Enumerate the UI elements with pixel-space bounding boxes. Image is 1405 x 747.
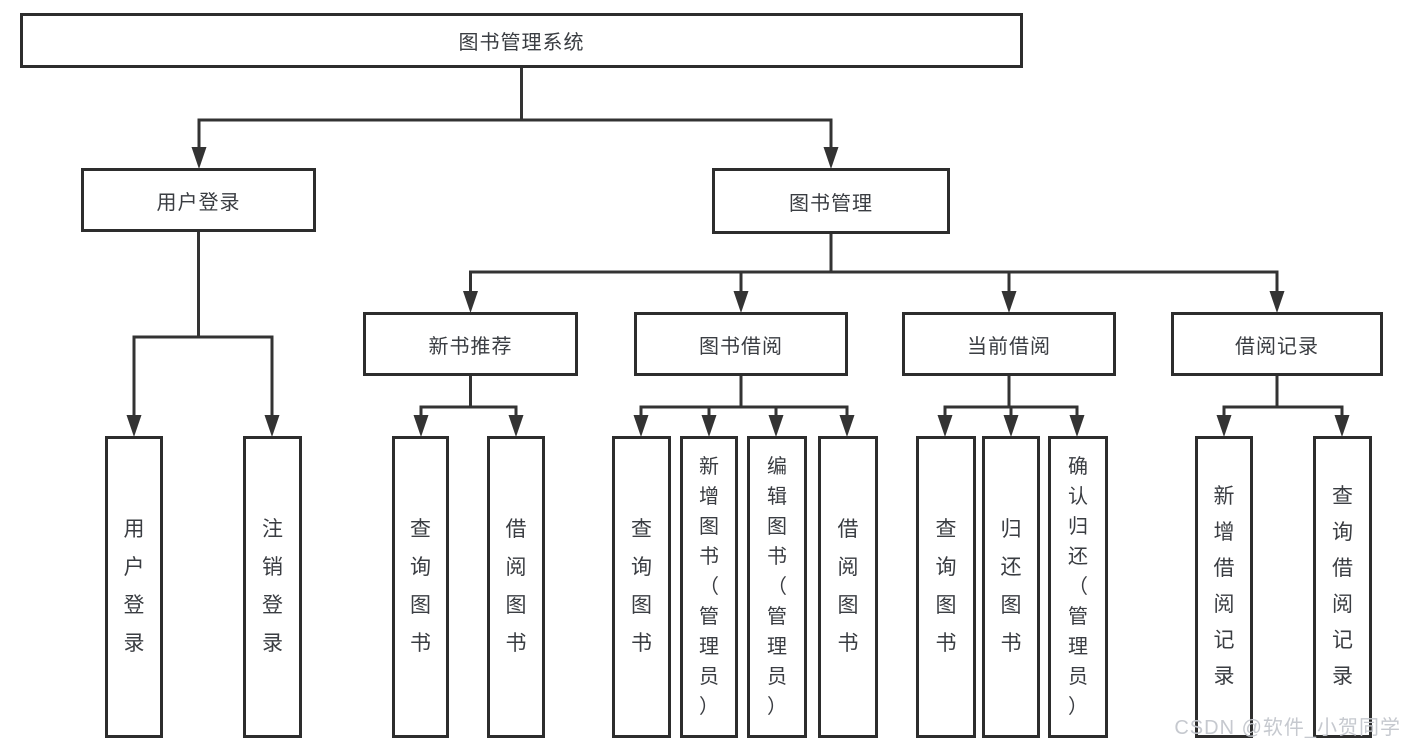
leaf-add-book-admin-label: 新增图书（管理员） [699,456,719,718]
leaf-user-login-label: 用户登录 [123,518,145,655]
node-user-login-branch-label: 用户登录 [156,191,241,214]
node-new-book-recommend-label: 新书推荐 [428,335,513,358]
leaf-query-books-recommend-label: 查询图书 [410,518,431,655]
leaf-return-book: 归还图书 [982,436,1040,738]
leaf-add-borrow-record: 新增借阅记录 [1195,436,1253,738]
node-borrow-records: 借阅记录 [1171,312,1383,376]
csdn-watermark: CSDN @软件_小贺同学 [1174,717,1401,739]
leaf-query-borrow-record-label: 查询借阅记录 [1332,485,1353,688]
leaf-add-borrow-record-label: 新增借阅记录 [1213,485,1235,688]
leaf-borrow-book-recommend: 借阅图书 [487,436,545,738]
leaf-query-books-borrowing-label: 查询图书 [631,518,652,655]
leaf-borrow-book: 借阅图书 [818,436,878,738]
node-book-borrowing: 图书借阅 [634,312,848,376]
leaf-confirm-return-admin-label: 确认归还（管理员） [1068,456,1088,718]
node-book-management-branch: 图书管理 [712,168,950,234]
node-book-borrowing-label: 图书借阅 [699,335,783,358]
leaf-edit-book-admin: 编辑图书（管理员） [747,436,807,738]
leaf-query-books-recommend: 查询图书 [392,436,449,738]
node-borrow-records-label: 借阅记录 [1235,335,1319,358]
leaf-edit-book-admin-label: 编辑图书（管理员） [767,456,787,718]
node-user-login-branch: 用户登录 [81,168,316,232]
node-new-book-recommend: 新书推荐 [363,312,578,376]
leaf-confirm-return-admin: 确认归还（管理员） [1048,436,1108,738]
node-current-borrowing-label: 当前借阅 [967,335,1051,358]
leaf-logout-label: 注销登录 [262,518,283,655]
leaf-borrow-book-label: 借阅图书 [837,518,859,655]
leaf-borrow-book-recommend-label: 借阅图书 [505,518,527,655]
leaf-logout: 注销登录 [243,436,302,738]
leaf-return-book-label: 归还图书 [1000,518,1022,655]
node-book-management-branch-label: 图书管理 [789,192,873,215]
leaf-query-borrow-record: 查询借阅记录 [1313,436,1372,738]
leaf-query-books-borrowing: 查询图书 [612,436,671,738]
leaf-query-books-current-label: 查询图书 [935,518,957,655]
leaf-add-book-admin: 新增图书（管理员） [680,436,738,738]
leaf-user-login: 用户登录 [105,436,163,738]
node-root-library-system: 图书管理系统 [20,13,1023,68]
node-root-label: 图书管理系统 [458,32,585,54]
leaf-query-books-current: 查询图书 [916,436,976,738]
node-current-borrowing: 当前借阅 [902,312,1116,376]
